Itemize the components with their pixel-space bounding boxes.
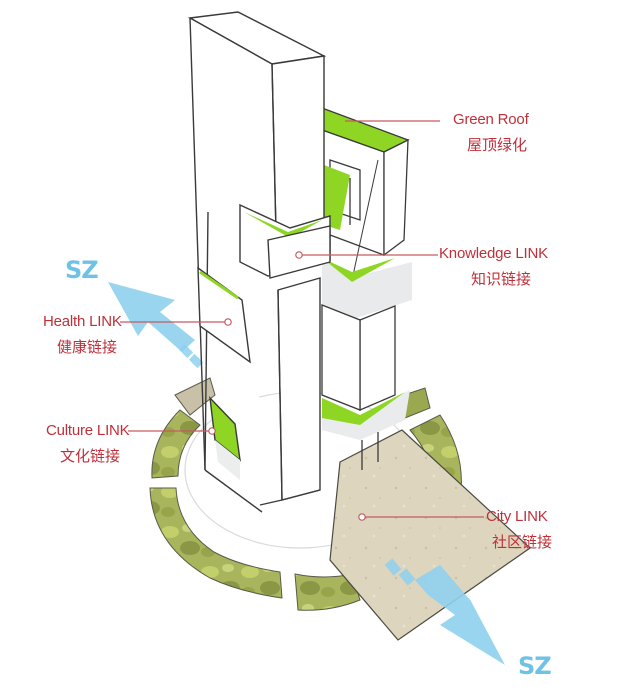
label-city-link-en: City LINK <box>486 508 548 525</box>
arrow-northwest <box>108 282 204 369</box>
right-tower <box>321 107 412 470</box>
direction-marker-sz-northwest: SZ <box>65 256 99 284</box>
label-city-link-zh: 社区链接 <box>492 533 553 551</box>
label-health-link: Health LINK 健康链接 <box>43 313 122 357</box>
label-city-link: City LINK 社区链接 <box>486 508 552 552</box>
arrow-southeast <box>384 558 505 665</box>
label-health-link-en: Health LINK <box>43 313 122 330</box>
label-knowledge-link: Knowledge LINK 知识链接 <box>439 245 548 289</box>
label-knowledge-link-zh: 知识链接 <box>471 270 532 288</box>
label-culture-link: Culture LINK 文化链接 <box>46 422 130 466</box>
label-green-roof: Green Roof 屋顶绿化 <box>453 111 529 155</box>
label-health-link-zh: 健康链接 <box>57 338 118 356</box>
label-green-roof-zh: 屋顶绿化 <box>467 136 528 154</box>
label-green-roof-en: Green Roof <box>453 111 529 128</box>
label-culture-link-zh: 文化链接 <box>60 447 121 465</box>
direction-marker-sz-southeast: SZ <box>518 652 552 680</box>
label-culture-link-en: Culture LINK <box>46 422 130 439</box>
leader-lines <box>120 120 484 521</box>
label-knowledge-link-en: Knowledge LINK <box>439 245 548 262</box>
left-tower <box>187 11 331 513</box>
